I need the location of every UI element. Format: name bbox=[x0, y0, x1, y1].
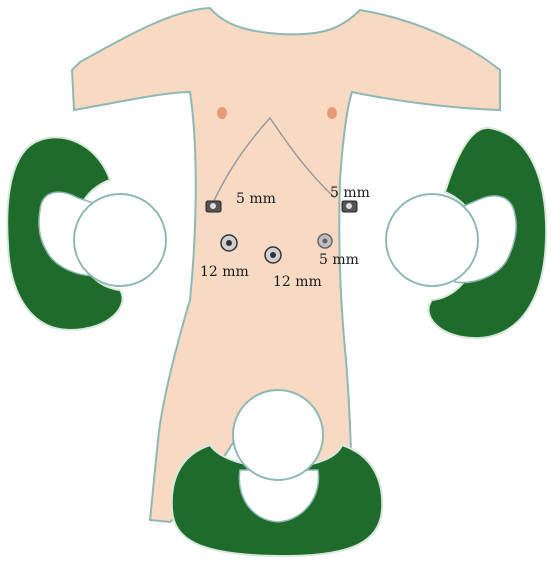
head-left bbox=[74, 194, 166, 286]
port-lumen-icon bbox=[210, 203, 216, 209]
port-lumen-icon bbox=[226, 240, 232, 246]
head-right bbox=[386, 194, 478, 286]
surgeon-left bbox=[7, 137, 166, 330]
head-bottom bbox=[233, 390, 323, 480]
port-label: 5 mm bbox=[236, 191, 276, 207]
surgeon-right bbox=[386, 128, 546, 338]
port-lumen-icon bbox=[270, 252, 276, 258]
nipple-right bbox=[217, 107, 227, 119]
nipple-left bbox=[327, 107, 337, 119]
port-label: 12 mm bbox=[273, 274, 322, 290]
port-label: 12 mm bbox=[200, 264, 249, 280]
port-label: 5 mm bbox=[319, 252, 359, 268]
port-lumen-icon bbox=[323, 239, 328, 244]
port-lumen-icon bbox=[346, 203, 352, 209]
port-label: 5 mm bbox=[330, 185, 370, 201]
